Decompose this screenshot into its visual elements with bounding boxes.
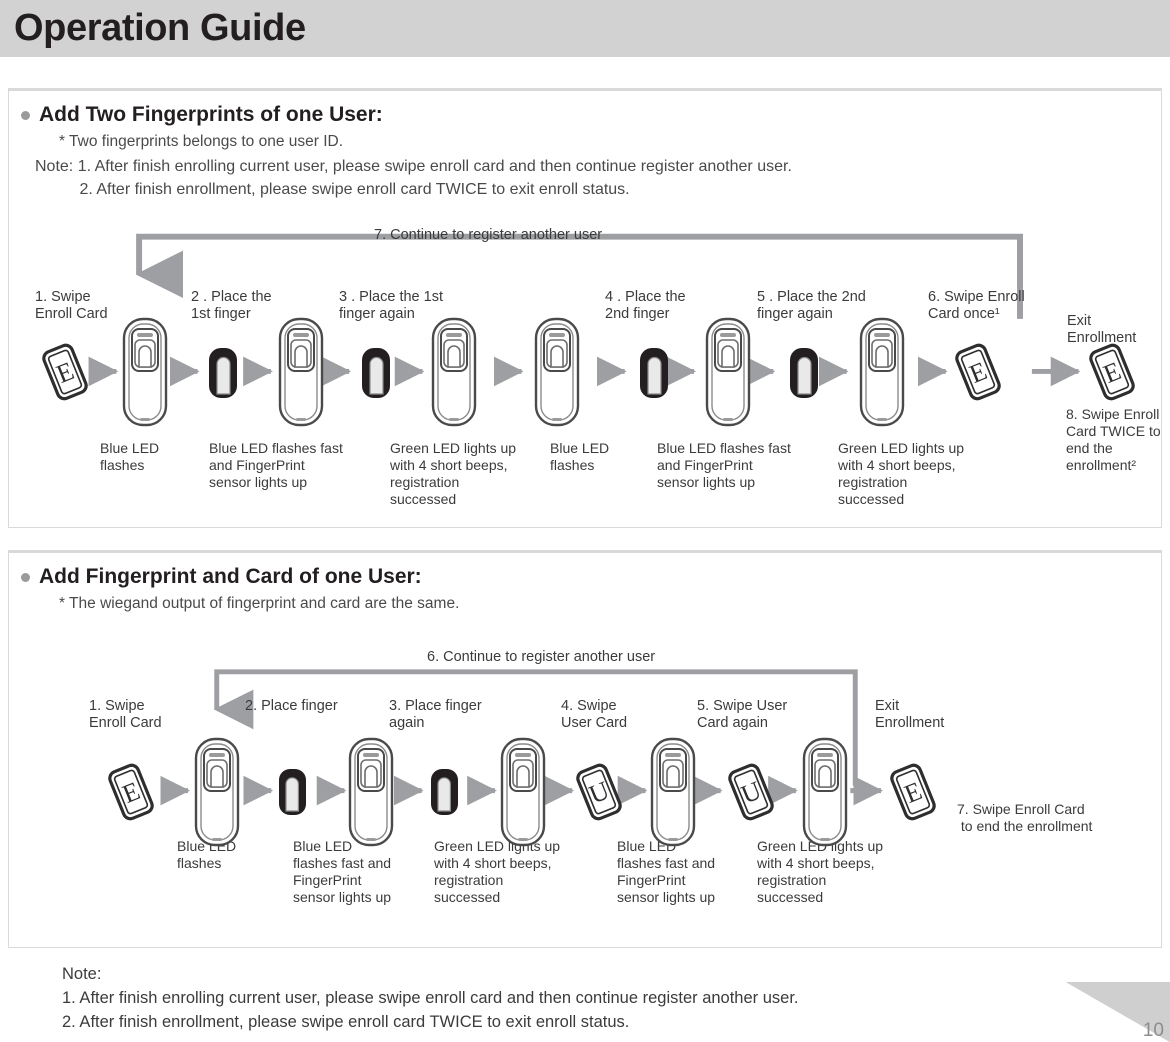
- section2-caption-10: Green LED lights up with 4 short beeps, …: [757, 838, 884, 905]
- header-bar: [0, 0, 1170, 57]
- fingerprint-device-icon: [500, 737, 546, 847]
- section2-loop-label: 6. Continue to register another user: [427, 649, 656, 665]
- section1-caption-9: Blue LED flashes fast and FingerPrint se…: [657, 440, 791, 490]
- section2-heading: Add Fingerprint and Card of one User:: [21, 565, 422, 589]
- enroll-card-icon: E: [1089, 343, 1135, 401]
- section1-step-10-label: 5 . Place the 2nd finger again: [757, 289, 866, 322]
- section1-step-8-label: 4 . Place the 2nd finger: [605, 289, 686, 322]
- enroll-card-icon: E: [108, 763, 154, 821]
- fingerprint-device-icon: [348, 737, 394, 847]
- section1-final-note: 8. Swipe Enroll Card TWICE to end the en…: [1066, 406, 1161, 473]
- finger-icon: [279, 769, 306, 815]
- section1-caption-11: Green LED lights up with 4 short beeps, …: [838, 440, 965, 507]
- section1-step-3-label: 2 . Place the 1st finger: [191, 289, 272, 322]
- section1-step-5-label: 3 . Place the 1st finger again: [339, 289, 443, 322]
- finger-icon: [640, 348, 668, 398]
- finger-icon: [790, 348, 818, 398]
- section1-step-12-label: 6. Swipe Enroll Card once¹: [928, 289, 1025, 322]
- section1-caption-6: Green LED lights up with 4 short beeps, …: [390, 440, 517, 507]
- section2-final-note: 7. Swipe Enroll Card to end the enrollme…: [957, 801, 1093, 834]
- section1-caption-4: Blue LED flashes fast and FingerPrint se…: [209, 440, 343, 490]
- enroll-card-icon: E: [890, 763, 936, 821]
- section2-step-1-label: 1. Swipe Enroll Card: [89, 698, 162, 731]
- section2-star-note: * The wiegand output of fingerprint and …: [59, 595, 460, 612]
- section2-caption-6: Green LED lights up with 4 short beeps, …: [434, 838, 561, 905]
- section2-caption-4: Blue LED flashes fast and FingerPrint se…: [293, 838, 392, 905]
- section2-step-9-label: 5. Swipe User Card again: [697, 698, 788, 731]
- enroll-card-icon: E: [42, 343, 88, 401]
- section1-loop-label: 7. Continue to register another user: [374, 227, 603, 243]
- section1-title: Add Two Fingerprints of one User:: [39, 103, 383, 126]
- bullet-icon: [21, 572, 30, 582]
- fingerprint-device-icon: [431, 317, 477, 427]
- section2-exit-label: Exit Enrollment: [875, 698, 945, 731]
- user-card-icon: U: [728, 763, 774, 821]
- section2-step-7-label: 4. Swipe User Card: [561, 698, 628, 731]
- enroll-card-icon: E: [955, 343, 1001, 401]
- page-title: Operation Guide: [14, 7, 306, 49]
- section-add-fingerprint-and-card: Add Fingerprint and Card of one User: * …: [8, 550, 1162, 948]
- section1-caption-2: Blue LED flashes: [100, 440, 160, 473]
- section1-heading: Add Two Fingerprints of one User:: [21, 103, 383, 127]
- section2-step-5-label: 3. Place finger again: [389, 698, 482, 731]
- section1-caption-7: Blue LED flashes: [550, 440, 610, 473]
- page-corner-decoration: [1066, 982, 1170, 1042]
- fingerprint-device-icon: [122, 317, 168, 427]
- section1-star-note: * Two fingerprints belongs to one user I…: [59, 133, 344, 150]
- section1-notes: Note: 1. After finish enrolling current …: [35, 158, 792, 198]
- finger-icon: [209, 348, 237, 398]
- user-card-icon: U: [576, 763, 622, 821]
- bottom-note: Note: 1. After finish enrolling current …: [62, 965, 799, 1031]
- section-add-two-fingerprints: Add Two Fingerprints of one User: * Two …: [8, 88, 1162, 528]
- fingerprint-device-icon: [859, 317, 905, 427]
- finger-icon: [431, 769, 458, 815]
- fingerprint-device-icon: [278, 317, 324, 427]
- fingerprint-device-icon: [194, 737, 240, 847]
- bullet-icon: [21, 110, 30, 120]
- fingerprint-device-icon: [705, 317, 751, 427]
- section2-caption-8: Blue LED flashes fast and FingerPrint se…: [617, 838, 716, 905]
- fingerprint-device-icon: [802, 737, 848, 847]
- section2-step-3-label: 2. Place finger: [245, 698, 338, 714]
- finger-icon: [362, 348, 390, 398]
- page-number: 10: [1142, 1020, 1164, 1041]
- section2-title: Add Fingerprint and Card of one User:: [39, 565, 422, 588]
- fingerprint-device-icon: [650, 737, 696, 847]
- section1-exit-label: Exit Enrollment: [1067, 313, 1137, 346]
- section1-step-1-label: 1. Swipe Enroll Card: [35, 289, 108, 322]
- fingerprint-device-icon: [534, 317, 580, 427]
